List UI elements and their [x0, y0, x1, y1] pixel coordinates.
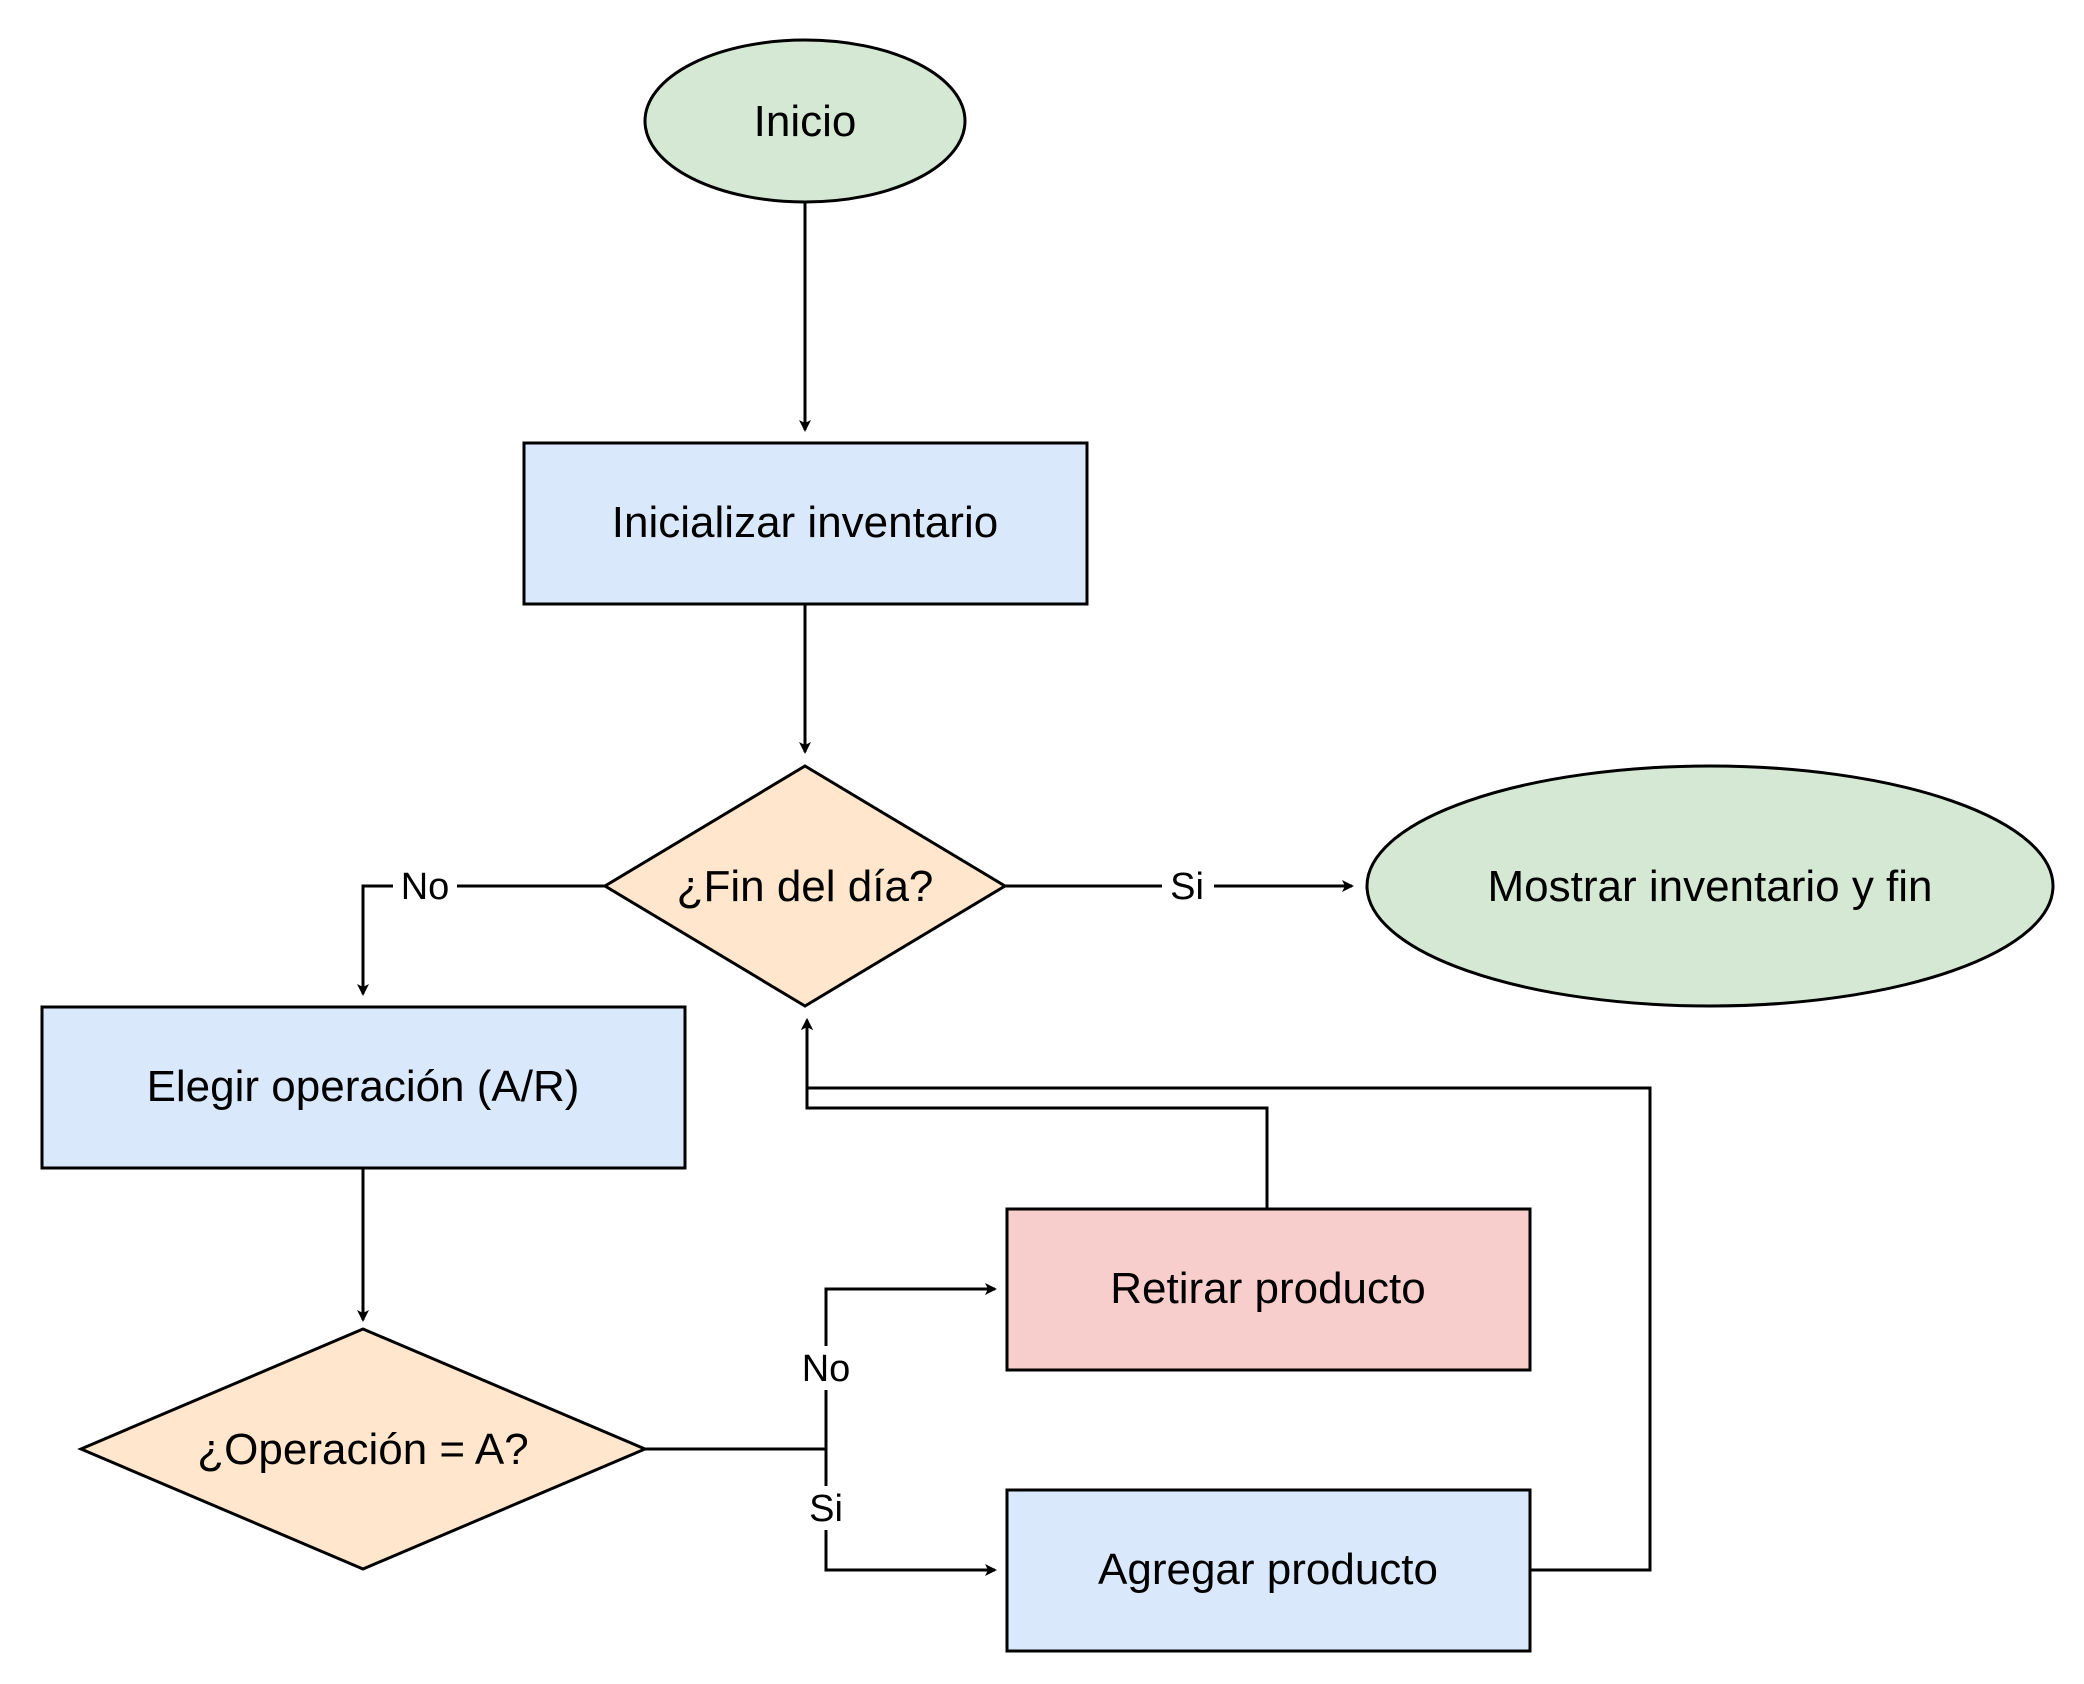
process-box	[1005, 1207, 1532, 1372]
process-box	[522, 441, 1089, 606]
node-fin-del-dia: ¿Fin del día?	[602, 764, 1008, 1008]
process-box	[40, 1005, 687, 1170]
node-operacion-a: ¿Operación = A?	[77, 1327, 649, 1571]
decision-diamond	[77, 1327, 649, 1571]
node-label: Mostrar inventario y fin	[1487, 862, 1932, 911]
edge-label-fin-si: Si	[1170, 866, 1204, 908]
node-mostrar-inventario: Mostrar inventario y fin	[1365, 764, 2055, 1008]
node-label: Agregar producto	[1098, 1545, 1438, 1594]
terminal-ellipse	[1365, 764, 2055, 1008]
edge-retirar-to-fin-dia	[801, 1018, 1269, 1209]
node-inicializar-inventario: Inicializar inventario	[522, 441, 1089, 606]
edge-label-op-si: Si	[809, 1488, 843, 1530]
edge-labels: No Si No Si	[393, 864, 1214, 1530]
edge-label-op-no: No	[802, 1348, 851, 1390]
node-label: Retirar producto	[1110, 1264, 1425, 1313]
node-label: Elegir operación (A/R)	[147, 1062, 580, 1111]
edge-fin-dia-no	[357, 884, 605, 996]
node-label: Inicializar inventario	[612, 498, 998, 547]
terminal-ellipse	[643, 38, 967, 204]
process-box	[1005, 1488, 1532, 1653]
node-elegir-operacion: Elegir operación (A/R)	[40, 1005, 687, 1170]
decision-diamond	[602, 764, 1008, 1008]
edge-agregar-to-fin-dia	[801, 1018, 1652, 1572]
node-retirar-producto: Retirar producto	[1005, 1207, 1532, 1372]
node-label: ¿Fin del día?	[677, 862, 934, 911]
node-inicio: Inicio	[643, 38, 967, 204]
edge-label-fin-no: No	[401, 866, 450, 908]
node-label: Inicio	[754, 97, 857, 146]
node-label: ¿Operación = A?	[197, 1425, 528, 1474]
node-agregar-producto: Agregar producto	[1005, 1488, 1532, 1653]
